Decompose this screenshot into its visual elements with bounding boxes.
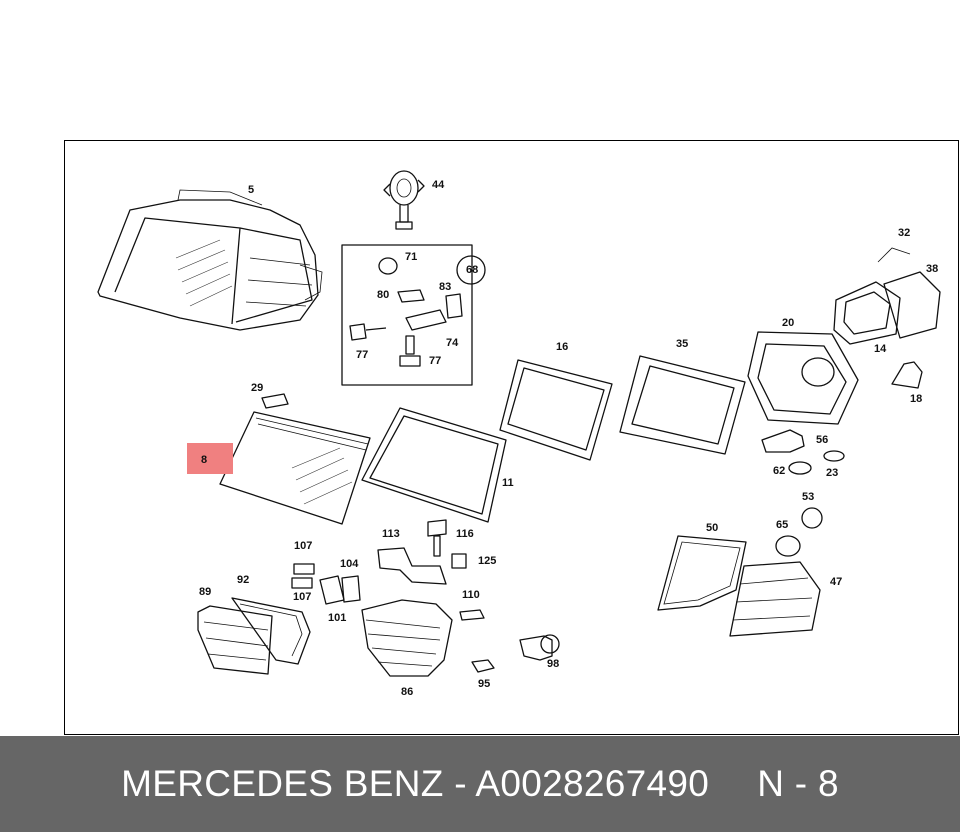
callout-label: 14	[874, 343, 887, 355]
callout-label: 68	[466, 264, 478, 276]
parts-diagram: 5 44 71 68 80 83 77 74 77 32 38 14 18 20 16 35 29 11 56 62 2…	[97, 170, 941, 698]
callout-label: 104	[340, 558, 359, 570]
callout-label: 125	[478, 555, 496, 567]
callout-label: 11	[502, 477, 514, 489]
fog-lamp-housing-part	[361, 599, 453, 677]
fog-lamp-ring-parts	[833, 247, 941, 389]
misc-small-parts	[459, 609, 560, 673]
callout-label: 18	[910, 393, 922, 405]
callout-label: 65	[776, 519, 788, 531]
callout-label: 23	[826, 467, 838, 479]
callout-label: 47	[830, 576, 842, 588]
fog-lamp-parts	[197, 597, 311, 675]
indicator-lamp-part	[729, 561, 821, 637]
callout-label: 53	[802, 491, 814, 503]
callout-label: 5	[248, 184, 254, 196]
callout-label: 116	[456, 528, 474, 540]
callout-label: 77	[356, 349, 368, 361]
callout-label: 107	[294, 540, 312, 552]
callout-label: 71	[405, 251, 417, 263]
bracket-parts	[377, 519, 467, 585]
part-number-text: MERCEDES BENZ - A0028267490	[121, 763, 710, 804]
callout-label: 113	[382, 528, 400, 540]
callout-label: 92	[237, 574, 249, 586]
mounting-frame-part	[499, 359, 613, 461]
callout-label: 95	[478, 678, 490, 690]
callout-label: 86	[401, 686, 413, 698]
callout-label: 77	[429, 355, 441, 367]
callout-label: 29	[251, 382, 263, 394]
parts-diagram-frame	[64, 140, 959, 735]
callout-label: 16	[556, 341, 568, 353]
callout-label: 56	[816, 434, 828, 446]
diagram-reference-text: N - 8	[757, 763, 839, 804]
callout-label: 35	[676, 338, 688, 350]
callout-label: 74	[446, 337, 459, 349]
callout-label: 89	[199, 586, 211, 598]
callout-labels: 5 44 71 68 80 83 77 74 77 32 38 14 18 20 16 35 29 11 56 62 2…	[199, 179, 938, 698]
reflector-housing-part	[619, 355, 746, 455]
bulb-parts	[761, 429, 845, 557]
callout-label: 32	[898, 227, 910, 239]
callout-label: 107	[293, 591, 311, 603]
callout-label: 62	[773, 465, 785, 477]
fog-bulb-parts	[291, 563, 361, 605]
callout-label: 38	[926, 263, 938, 275]
clip-part	[261, 393, 289, 409]
lens-gasket-part	[361, 407, 507, 523]
indicator-lens-part	[657, 535, 747, 611]
callout-label: 110	[462, 589, 480, 601]
callout-label: 83	[439, 281, 451, 293]
highlight-label: 8	[201, 454, 207, 466]
highlight-marker	[187, 443, 233, 474]
callout-label: 98	[547, 658, 559, 670]
callout-label: 50	[706, 522, 718, 534]
bulb-holder-part	[383, 170, 425, 230]
part-number-footer: MERCEDES BENZ - A0028267490 N - 8	[0, 736, 960, 832]
headlamp-lens-part	[219, 411, 371, 525]
callout-label: 44	[432, 179, 445, 191]
fastener-kit-box	[341, 244, 486, 386]
high-beam-unit-part	[747, 331, 859, 425]
callout-label: 101	[328, 612, 346, 624]
callout-label: 20	[782, 317, 794, 329]
headlamp-assembly-part	[97, 189, 323, 331]
callout-label: 80	[377, 289, 389, 301]
